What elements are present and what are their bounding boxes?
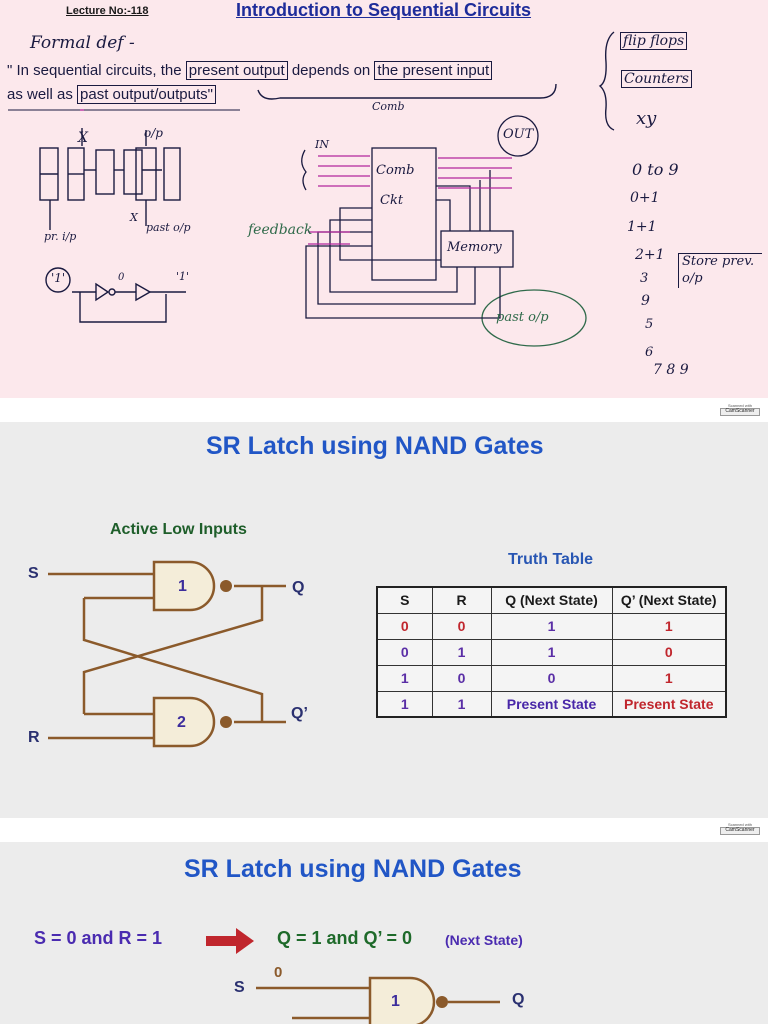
count-1-plus-1: 1+1 [627, 219, 657, 235]
diagram-label-out: OUT [503, 127, 534, 142]
diagram-label-past-op: past o/p [146, 221, 191, 234]
slide-sr-latch-truth-table: SR Latch using NAND Gates Active Low Inp… [0, 422, 768, 818]
count-6: 6 [645, 345, 654, 360]
input-s-value: 0 [274, 964, 283, 981]
slide-title: SR Latch using NAND Gates [206, 432, 544, 460]
count-0-to-9: 0 to 9 [632, 160, 679, 179]
definition-text: " In sequential circuits, the [7, 62, 182, 79]
cell-q: 1 [490, 612, 613, 640]
cell-s: 0 [376, 612, 433, 640]
table-row: 0 0 1 1 [376, 612, 727, 640]
diagram-label-in: IN [315, 138, 329, 151]
diagram-label-ckt: Ckt [380, 193, 404, 208]
gate-2-label: 2 [177, 714, 186, 731]
diagram-label-one: '1' [51, 271, 66, 285]
truth-table-caption: Truth Table [508, 551, 594, 568]
table-header-row: S R Q (Next State) Q’ (Next State) [376, 586, 727, 614]
cell-q: 0 [490, 664, 613, 692]
diagram-label-feedback: feedback [248, 222, 313, 238]
cell-r: 0 [431, 664, 492, 692]
result-text: Q = 1 and Q’ = 0 [277, 928, 413, 948]
header-r: R [431, 586, 492, 614]
store-prev-op-note: Store prev. o/p [678, 253, 762, 288]
count-5: 5 [645, 317, 654, 332]
diagram-label-op: o/p [144, 126, 163, 140]
diagram-label-x-past: X [130, 211, 138, 224]
slide-sr-latch-example: SR Latch using NAND Gates S = 0 and R = … [0, 842, 768, 1024]
input-s-label: S [28, 565, 39, 582]
cell-q: 1 [490, 638, 613, 666]
page-title: Introduction to Sequential Circuits [236, 0, 532, 20]
definition-box-present-output: present output [185, 61, 288, 80]
scanner-watermark: Scanned with CamScanner [720, 822, 760, 835]
counters-note: Counters [621, 70, 692, 88]
header-qbar-next: Q’ (Next State) [611, 586, 727, 614]
lecture-number: Lecture No:-118 [66, 5, 149, 17]
scanner-logo: CamScanner [720, 408, 760, 416]
cell-qbar: 1 [611, 664, 727, 692]
scanner-logo: CamScanner [720, 827, 760, 835]
xy-note: xy [636, 108, 657, 129]
cell-q: Present State [490, 690, 613, 718]
flip-flops-note: flip flops [620, 32, 688, 50]
table-row: 0 1 1 0 [376, 638, 727, 666]
definition-box-past-output: past output/outputs" [77, 85, 216, 104]
notes-diagrams [8, 31, 615, 347]
sr-latch-partial-circuit [256, 976, 500, 1024]
cell-qbar: 1 [611, 612, 727, 640]
output-qbar-label: Q’ [291, 705, 308, 722]
next-state-note: (Next State) [445, 932, 523, 948]
definition-text: as well as [7, 86, 73, 103]
condition-text: S = 0 and R = 1 [34, 928, 163, 948]
gate-1-label: 1 [178, 578, 187, 595]
notes-page: Lecture No:-118 Introduction to Sequenti… [0, 0, 768, 398]
slide-title: SR Latch using NAND Gates [184, 855, 522, 883]
diagram-label-one-out: '1' [176, 270, 190, 283]
scanner-watermark: Scanned with CamScanner [720, 403, 760, 416]
count-2-plus-1: 2+1 [635, 247, 665, 263]
count-7-8-9: 7 8 9 [653, 362, 689, 378]
cell-r: 1 [431, 638, 492, 666]
count-0-plus-1: 0+1 [630, 190, 660, 206]
definition-text: depends on [291, 62, 371, 79]
cell-qbar: Present State [611, 690, 727, 718]
definition-line-2: as well as past output/outputs" [7, 85, 216, 104]
scanner-text: Scanned with [727, 822, 752, 827]
sr-latch-circuit [48, 560, 286, 748]
cell-s: 1 [376, 664, 433, 692]
diagram-label-zero: 0 [118, 272, 125, 283]
cell-qbar: 0 [611, 638, 727, 666]
diagram-label-x: X [78, 130, 88, 146]
output-q-label: Q [512, 991, 525, 1008]
truth-table: S R Q (Next State) Q’ (Next State) 0 0 1… [376, 586, 727, 718]
right-arrow-icon [206, 928, 254, 954]
count-3: 3 [640, 271, 649, 286]
cell-r: 0 [431, 612, 492, 640]
table-row: 1 0 0 1 [376, 664, 727, 692]
scanner-text: Scanned with [727, 403, 752, 408]
definition-line-1: " In sequential circuits, the present ou… [7, 61, 493, 80]
diagram-label-pr-inp: pr. i/p [44, 230, 77, 243]
gate-1-label: 1 [391, 993, 400, 1010]
active-low-subtitle: Active Low Inputs [110, 521, 247, 538]
table-row: 1 1 Present State Present State [376, 690, 727, 718]
diagram-label-past-op-circle: past o/p [496, 310, 549, 325]
comb-note: Comb [372, 100, 405, 113]
cell-r: 1 [431, 690, 492, 718]
output-q-label: Q [292, 579, 305, 596]
count-9: 9 [641, 293, 650, 309]
header-q-next: Q (Next State) [490, 586, 613, 614]
input-r-label: R [28, 729, 40, 746]
cell-s: 0 [376, 638, 433, 666]
diagram-label-memory: Memory [447, 240, 502, 255]
definition-box-present-input: the present input [374, 61, 493, 80]
header-s: S [376, 586, 433, 614]
cell-s: 1 [376, 690, 433, 718]
diagram-label-comb: Comb [376, 163, 415, 178]
formal-def-heading: Formal def - [30, 33, 135, 53]
input-s-label: S [234, 979, 245, 996]
